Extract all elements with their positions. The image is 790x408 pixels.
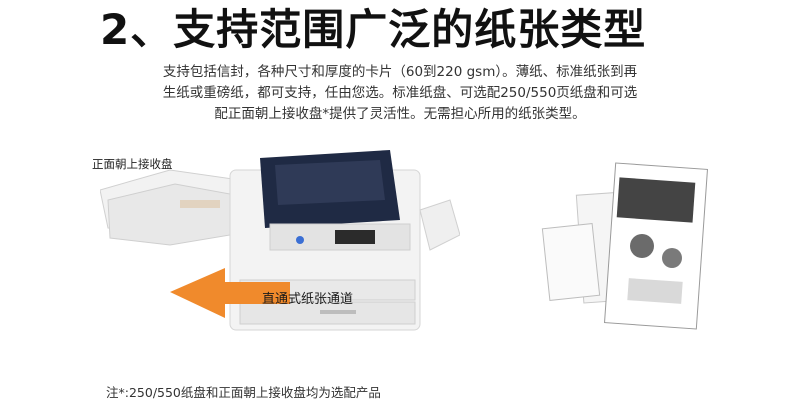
postcard	[541, 223, 601, 301]
face-up-tray-label: 正面朝上接收盘	[92, 157, 173, 171]
flyer-image-2	[662, 248, 682, 268]
tray-paper-edge	[180, 200, 220, 208]
flyer-image-1	[630, 234, 654, 258]
flyer-header-block	[616, 177, 696, 223]
description-line-2: 生纸或重磅纸，都可支持，任由您选。标准纸盘、可选配250/550页纸盘和可选	[162, 85, 638, 101]
description-line-3: 配正面朝上接收盘*提供了灵活性。无需担心所用的纸张类型。	[214, 106, 586, 122]
section-heading: 2、支持范围广泛的纸张类型	[100, 5, 647, 54]
printer-control-screen	[335, 230, 375, 244]
paper-path-label: 直通式纸张通道	[262, 292, 354, 307]
description-line-1: 支持包括信封，各种尺寸和厚度的卡片（60到220 gsm）。薄纸、标准纸张到再	[162, 64, 638, 80]
footnote: 注*:250/550纸盘和正面朝上接收盘均为选配产品	[106, 385, 381, 400]
paper-samples-illustration	[541, 162, 709, 330]
printer-button	[296, 236, 304, 244]
bypass-tray	[419, 199, 460, 251]
printer-top-panel	[275, 160, 385, 205]
description: 支持包括信封，各种尺寸和厚度的卡片（60到220 gsm）。薄纸、标准纸张到再 …	[150, 62, 650, 125]
paper-path-arrow	[170, 268, 290, 318]
printer-illustration	[100, 150, 460, 331]
tray-handle	[320, 310, 356, 314]
flyer-text-block	[627, 278, 683, 304]
